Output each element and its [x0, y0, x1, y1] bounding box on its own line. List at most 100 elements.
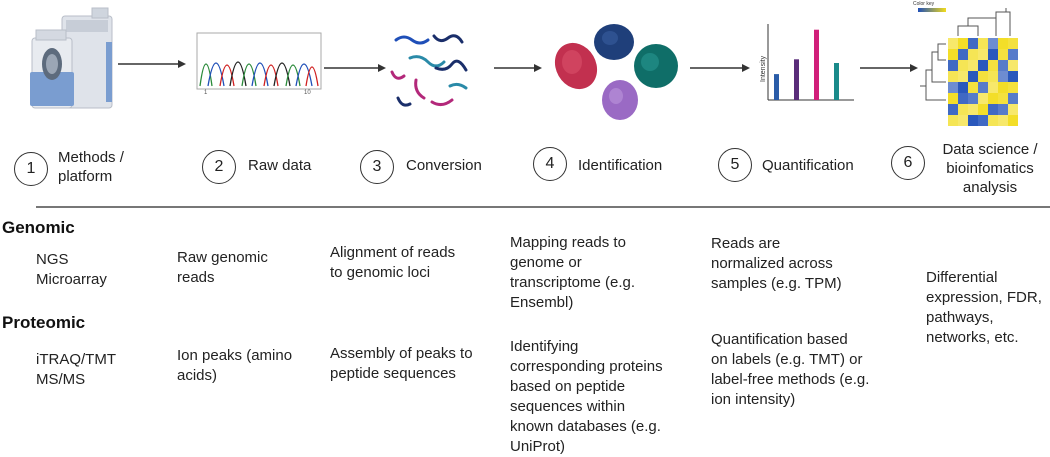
heatmap-cell: [978, 82, 988, 93]
genomic-platform: NGS Microarray: [36, 250, 107, 290]
sequence-fragments-icon: [390, 34, 468, 107]
heatmap-cell: [1008, 71, 1018, 82]
intensity-bar: [794, 59, 799, 100]
heatmap-cell: [968, 60, 978, 71]
heatmap-cell: [968, 49, 978, 60]
heatmap-cell: [948, 82, 958, 93]
arrow-2-icon: [324, 64, 386, 72]
text-line: to genomic loci: [330, 264, 431, 281]
heatmap-cell: [948, 71, 958, 82]
genomic-conversion: Alignment of reads to genomic loci: [330, 243, 455, 283]
heatmap-cell: [958, 60, 968, 71]
text-line: pathways,: [926, 309, 994, 326]
heatmap-cell: [968, 115, 978, 126]
color-key-label: Color key: [913, 1, 935, 7]
text-line: corresponding proteins: [510, 358, 663, 375]
text-line: samples (e.g. TPM): [711, 275, 842, 292]
color-key-bar: [918, 8, 946, 12]
heatmap-cell: [948, 93, 958, 104]
heatmap-cell: [948, 104, 958, 115]
chromatogram-axis-start: 1: [204, 90, 208, 96]
step-4-number: 4: [533, 147, 567, 181]
text-line: Identifying: [510, 338, 579, 355]
text-line: normalized across: [711, 255, 833, 272]
heatmap-cell: [978, 93, 988, 104]
text-line: sequences within: [510, 398, 626, 415]
heatmap-cell: [948, 115, 958, 126]
heatmap-icon: [918, 8, 1018, 126]
intensity-bar-chart: Intensity: [760, 24, 854, 101]
arrow-5-icon: [860, 64, 918, 72]
heatmap-cell: [988, 93, 998, 104]
text-line: based on peptide: [510, 378, 626, 395]
heatmap-cell: [968, 104, 978, 115]
text-line: acids): [177, 367, 218, 384]
step-5-label: Quantification: [762, 157, 854, 174]
step-3-number: 3: [360, 150, 394, 184]
section-divider: [36, 206, 1050, 208]
heatmap-cell: [958, 82, 968, 93]
step-1-label: Methods / platform: [58, 149, 124, 185]
text-line: reads: [177, 269, 215, 286]
step-2-number: 2: [202, 150, 236, 184]
heatmap-cell: [988, 82, 998, 93]
heatmap-cell: [948, 60, 958, 71]
protein-structures-icon: [554, 24, 678, 120]
intensity-bar: [814, 29, 819, 101]
arrow-1-icon: [118, 60, 186, 68]
text-line: Raw genomic: [177, 249, 268, 266]
chromatogram-icon: [196, 32, 322, 90]
heatmap-cell: [958, 115, 968, 126]
chromatogram-axis-end: 10: [304, 90, 311, 96]
proteomic-heading: Proteomic: [2, 313, 86, 332]
text-line: ion intensity): [711, 391, 796, 408]
heatmap-cell: [988, 60, 998, 71]
heatmap-cell: [988, 115, 998, 126]
intensity-bar: [774, 74, 779, 100]
heatmap-cell: [998, 49, 1008, 60]
heatmap-cell: [988, 104, 998, 115]
heatmap-cell: [998, 82, 1008, 93]
heatmap-cell: [968, 38, 978, 49]
mass-spectrometer-icon: [30, 7, 113, 109]
text-line: Differential: [926, 269, 998, 286]
step-6-label: Data science / bioinfomatics analysis: [942, 141, 1038, 196]
text-line: Microarray: [36, 271, 107, 288]
heatmap-cell: [1008, 93, 1018, 104]
bar-chart-ylabel: Intensity: [760, 55, 767, 82]
text-line: Mapping reads to: [510, 234, 626, 251]
heatmap-cell: [958, 38, 968, 49]
heatmap-cell: [978, 38, 988, 49]
heatmap-cell: [968, 93, 978, 104]
heatmap-cell: [968, 71, 978, 82]
heatmap-cell: [988, 38, 998, 49]
heatmap-cell: [988, 49, 998, 60]
text-line: Alignment of reads: [330, 244, 456, 261]
step-1-number: 1: [14, 152, 48, 186]
heatmap-cell: [1008, 49, 1018, 60]
heatmap-cell: [1008, 38, 1018, 49]
heatmap-cell: [978, 115, 988, 126]
heatmap-cell: [1008, 60, 1018, 71]
text-line: UniProt): [510, 438, 566, 455]
genomic-heading: Genomic: [2, 218, 75, 237]
text-line: genome or: [510, 254, 582, 271]
text-line: NGS: [36, 251, 69, 268]
heatmap-cell: [948, 49, 958, 60]
heatmap-cell: [958, 49, 968, 60]
text-line: Ensembl): [510, 294, 574, 311]
intensity-bar: [834, 63, 839, 100]
step-3-label: Conversion: [406, 157, 482, 174]
heatmap-cell: [998, 38, 1008, 49]
proteomic-identification: Identifying corresponding proteins based o…: [510, 337, 663, 457]
step-2-label: Raw data: [248, 157, 312, 174]
heatmap-cell: [988, 71, 998, 82]
heatmap-cell: [978, 104, 988, 115]
step-6-number: 6: [891, 146, 925, 180]
